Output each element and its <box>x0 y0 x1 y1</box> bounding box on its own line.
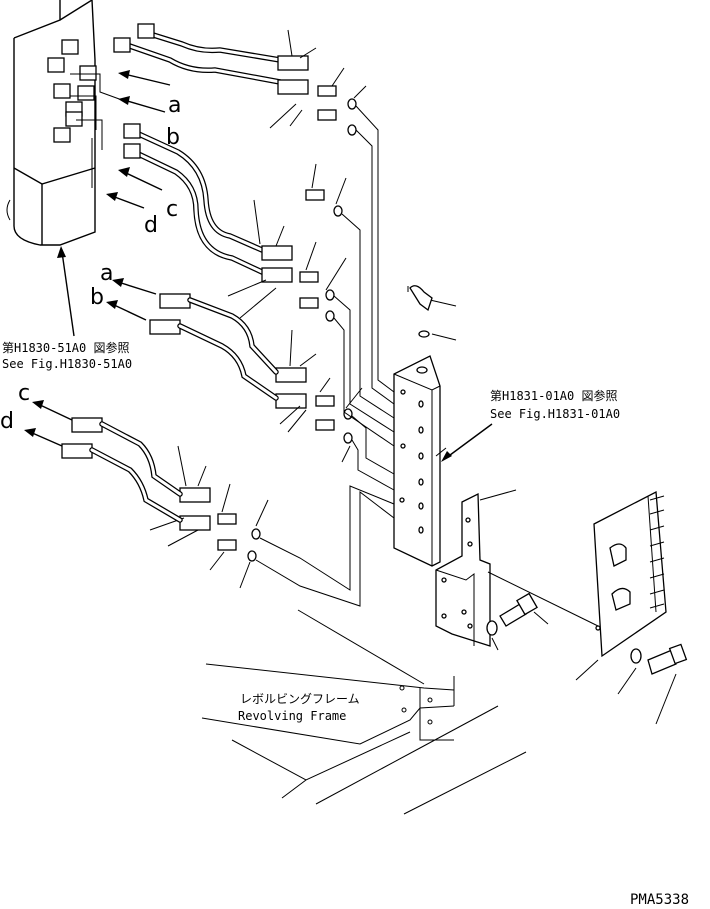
bracket-bolt <box>486 592 549 651</box>
revolving-frame <box>201 609 527 815</box>
top-callout-arrows <box>106 70 171 209</box>
reference-right-jp: 第H1831-01A0 図参照 <box>490 388 617 403</box>
callout-label-a-middle: a <box>100 261 113 286</box>
frame-label-jp: レボルビングフレーム <box>240 692 360 706</box>
control-valve-body <box>6 0 123 246</box>
mounting-bracket <box>435 447 517 647</box>
steel-tubes <box>255 105 395 607</box>
cover-bolt <box>617 643 688 725</box>
distribution-block <box>393 285 441 567</box>
middle-hoses <box>177 297 279 401</box>
callout-label-a-top: a <box>168 93 181 118</box>
reference-left-en: See Fig.H1830-51A0 <box>2 357 132 371</box>
reference-right-en: See Fig.H1831-01A0 <box>490 407 620 421</box>
callout-label-d-top: d <box>144 213 158 238</box>
lower-hoses <box>89 421 183 523</box>
part-leader-lines <box>149 29 457 589</box>
adapters-orings <box>217 85 357 562</box>
cover-plate <box>487 490 667 681</box>
reference-left-jp: 第H1830-51A0 図参照 <box>2 340 129 355</box>
callout-label-c-lower: c <box>18 381 30 406</box>
middle-callout-arrows <box>106 278 157 321</box>
lower-callout-arrows <box>24 400 73 447</box>
callout-label-b-top: b <box>166 125 180 150</box>
callout-label-d-lower: d <box>0 409 14 434</box>
frame-label-en: Revolving Frame <box>238 709 346 723</box>
upper-hoses <box>121 31 283 275</box>
callout-label-b-middle: b <box>90 285 104 310</box>
figure-code: PMA5338 <box>630 892 689 908</box>
callout-label-c-top: c <box>166 197 178 222</box>
reference-right: 第H1831-01A0 図参照 See Fig.H1831-01A0 <box>441 388 620 462</box>
reference-left: 第H1830-51A0 図参照 See Fig.H1830-51A0 <box>2 246 132 371</box>
